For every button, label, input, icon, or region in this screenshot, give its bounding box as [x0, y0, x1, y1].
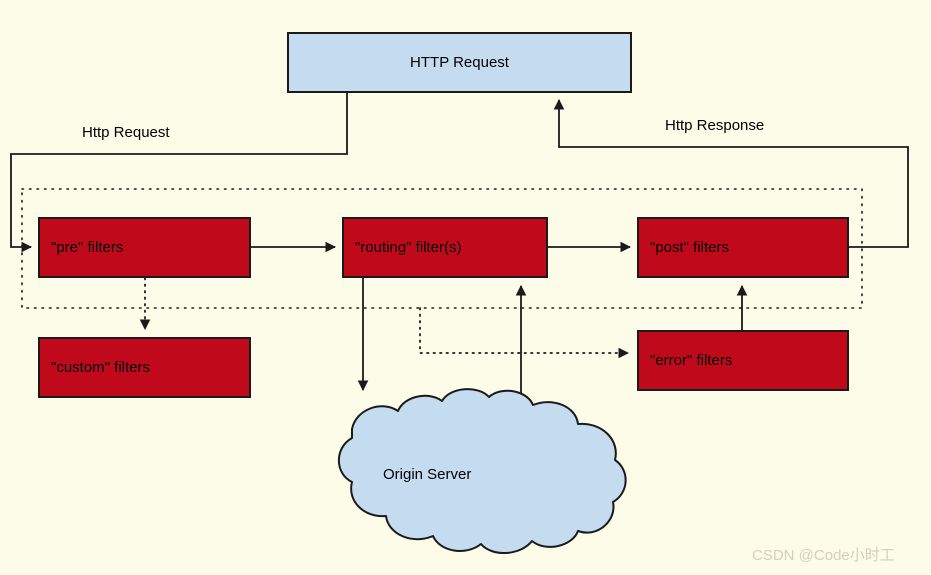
node-routing-filters[interactable]: "routing" filter(s) [342, 217, 548, 278]
node-http-request-label: HTTP Request [410, 54, 509, 71]
node-pre-filters[interactable]: "pre" filters [38, 217, 251, 278]
node-http-request[interactable]: HTTP Request [287, 32, 632, 93]
node-routing-filters-label: "routing" filter(s) [355, 239, 462, 256]
edge-post-to-http-request [553, 98, 909, 248]
edge-http-request-to-pre-filters [10, 93, 348, 253]
edge-label-http-response: Http Response [665, 117, 765, 134]
node-error-filters-label: "error" filters [650, 352, 733, 369]
origin-server-cloud [337, 388, 627, 555]
node-pre-filters-label: "pre" filters [51, 239, 124, 256]
node-origin-server-label: Origin Server [383, 466, 472, 483]
node-custom-filters[interactable]: "custom" filters [38, 337, 251, 398]
node-post-filters-label: "post" filters [650, 239, 730, 256]
filter-runner-boundary [21, 188, 863, 309]
node-error-filters[interactable]: "error" filters [637, 330, 849, 391]
edge-boundary-to-error-filters [419, 307, 630, 359]
node-custom-filters-label: "custom" filters [51, 359, 151, 376]
node-post-filters[interactable]: "post" filters [637, 217, 849, 278]
edge-label-http-request: Http Request [82, 124, 170, 141]
csdn-watermark: CSDN @Code小时工 [752, 547, 895, 564]
